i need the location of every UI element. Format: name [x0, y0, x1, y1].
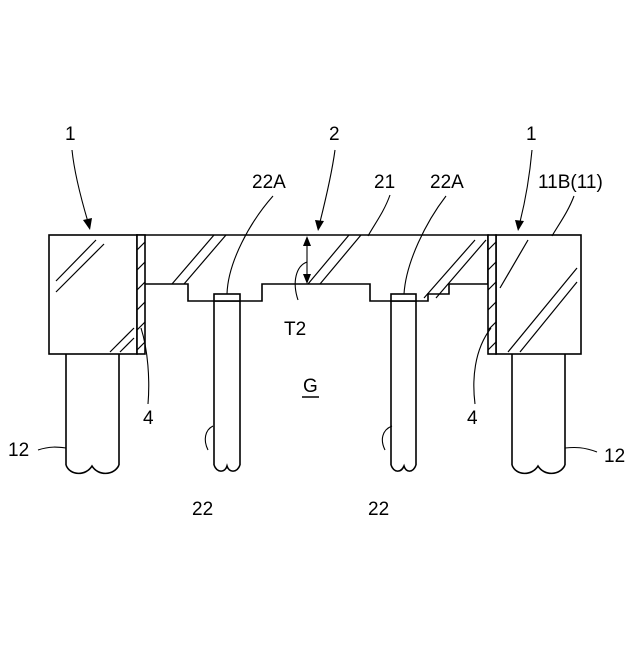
- label-tab-right: 22A: [430, 172, 464, 193]
- label-gap: G: [303, 376, 318, 397]
- block-right: [496, 235, 581, 354]
- pin-right: [391, 294, 416, 471]
- label-liner-left: 4: [143, 408, 154, 429]
- pin-left: [214, 294, 240, 471]
- label-pin-right: 22: [368, 499, 389, 520]
- label-liner-right: 4: [467, 408, 478, 429]
- label-plate: 21: [374, 172, 395, 193]
- liner-right: [488, 235, 496, 354]
- label-thickness: T2: [284, 319, 306, 340]
- block-left: [49, 235, 137, 354]
- rod-left: [66, 354, 119, 473]
- plate: [137, 235, 488, 301]
- tab-right: [391, 294, 416, 301]
- label-block-material: 11B(11): [538, 172, 603, 193]
- rod-right: [512, 354, 565, 473]
- tab-left: [214, 294, 240, 301]
- label-block-left: 1: [65, 124, 76, 145]
- label-rod-left: 12: [8, 440, 29, 461]
- label-block-right: 1: [526, 124, 537, 145]
- label-rod-right: 12: [604, 446, 625, 467]
- label-tab-left: 22A: [252, 172, 286, 193]
- label-plate-pointer: 2: [329, 124, 340, 145]
- label-pin-left: 22: [192, 499, 213, 520]
